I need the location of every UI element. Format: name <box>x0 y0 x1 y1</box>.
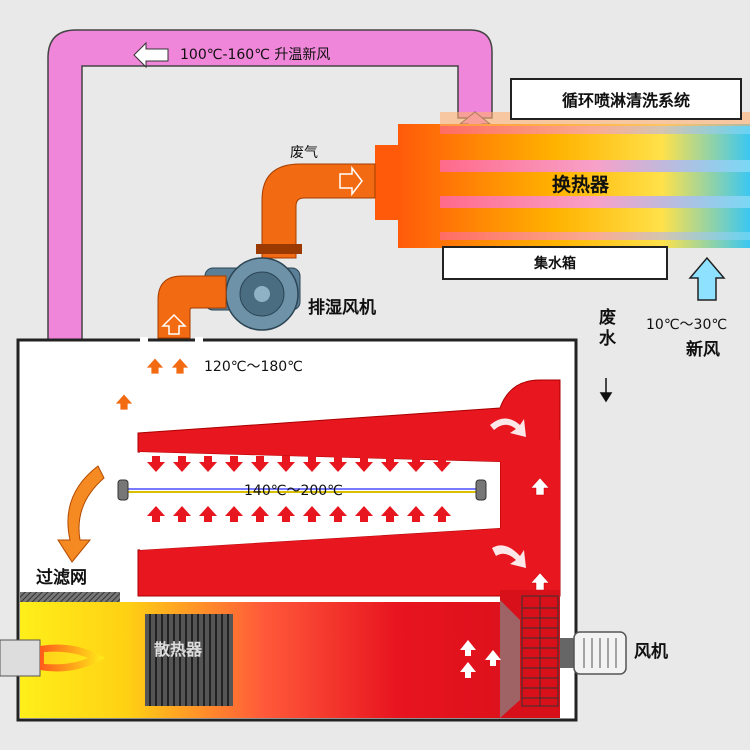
hot-air-up-arrows <box>114 357 190 411</box>
exhaust-arrow <box>339 165 363 197</box>
radiator <box>145 614 233 706</box>
spray-system-box: 循环喷淋清洗系统 <box>510 78 742 120</box>
heat-up-arrows <box>147 506 451 522</box>
fresh-air-temp-label: 10℃～30℃ <box>646 317 728 333</box>
radiator-label: 散热器 <box>154 640 203 659</box>
swirl-arrow <box>492 545 526 568</box>
filter-net-label: 过滤网 <box>36 568 87 588</box>
chamber-vents <box>140 337 203 343</box>
dehumid-fan <box>204 257 301 331</box>
waste-water-arrow <box>599 378 613 403</box>
recirc-air-label: 100℃-160℃ 升温新风 <box>180 47 331 63</box>
fresh-air-label: 新风 <box>686 340 720 360</box>
heat-down-arrows <box>147 456 451 472</box>
chamber-temp-label: 120℃～180℃ <box>204 359 303 375</box>
core-temp-label: 140℃～200℃ <box>244 483 343 499</box>
hx-stripe <box>440 196 750 208</box>
heat-tubes <box>521 595 559 707</box>
fan-label: 风机 <box>634 642 668 662</box>
duct-flow-arrow <box>133 41 169 69</box>
water-tank-box: 集水箱 <box>442 246 668 280</box>
exhaust-gas-label: 废气 <box>290 145 318 161</box>
exhaust-duct-lower <box>157 275 227 339</box>
heat-exchanger-body <box>398 124 750 248</box>
heat-exchanger-label: 换热器 <box>552 174 610 196</box>
core-channel <box>140 452 500 550</box>
filter-net <box>20 592 120 602</box>
fresh-air-arrow <box>688 256 726 301</box>
swirl-arrow <box>490 418 526 437</box>
fan-up-arrow <box>161 313 187 335</box>
burner <box>0 639 105 677</box>
hx-stripe <box>440 160 750 172</box>
dehumid-fan-label: 排湿风机 <box>308 298 376 318</box>
furnace <box>20 602 560 718</box>
circulation-fan <box>560 631 627 675</box>
furnace-flow-arrows <box>460 640 501 678</box>
filter-flow-arrow <box>57 465 105 563</box>
waste-water-label: 废水 <box>595 308 615 350</box>
material-rod <box>117 479 487 501</box>
